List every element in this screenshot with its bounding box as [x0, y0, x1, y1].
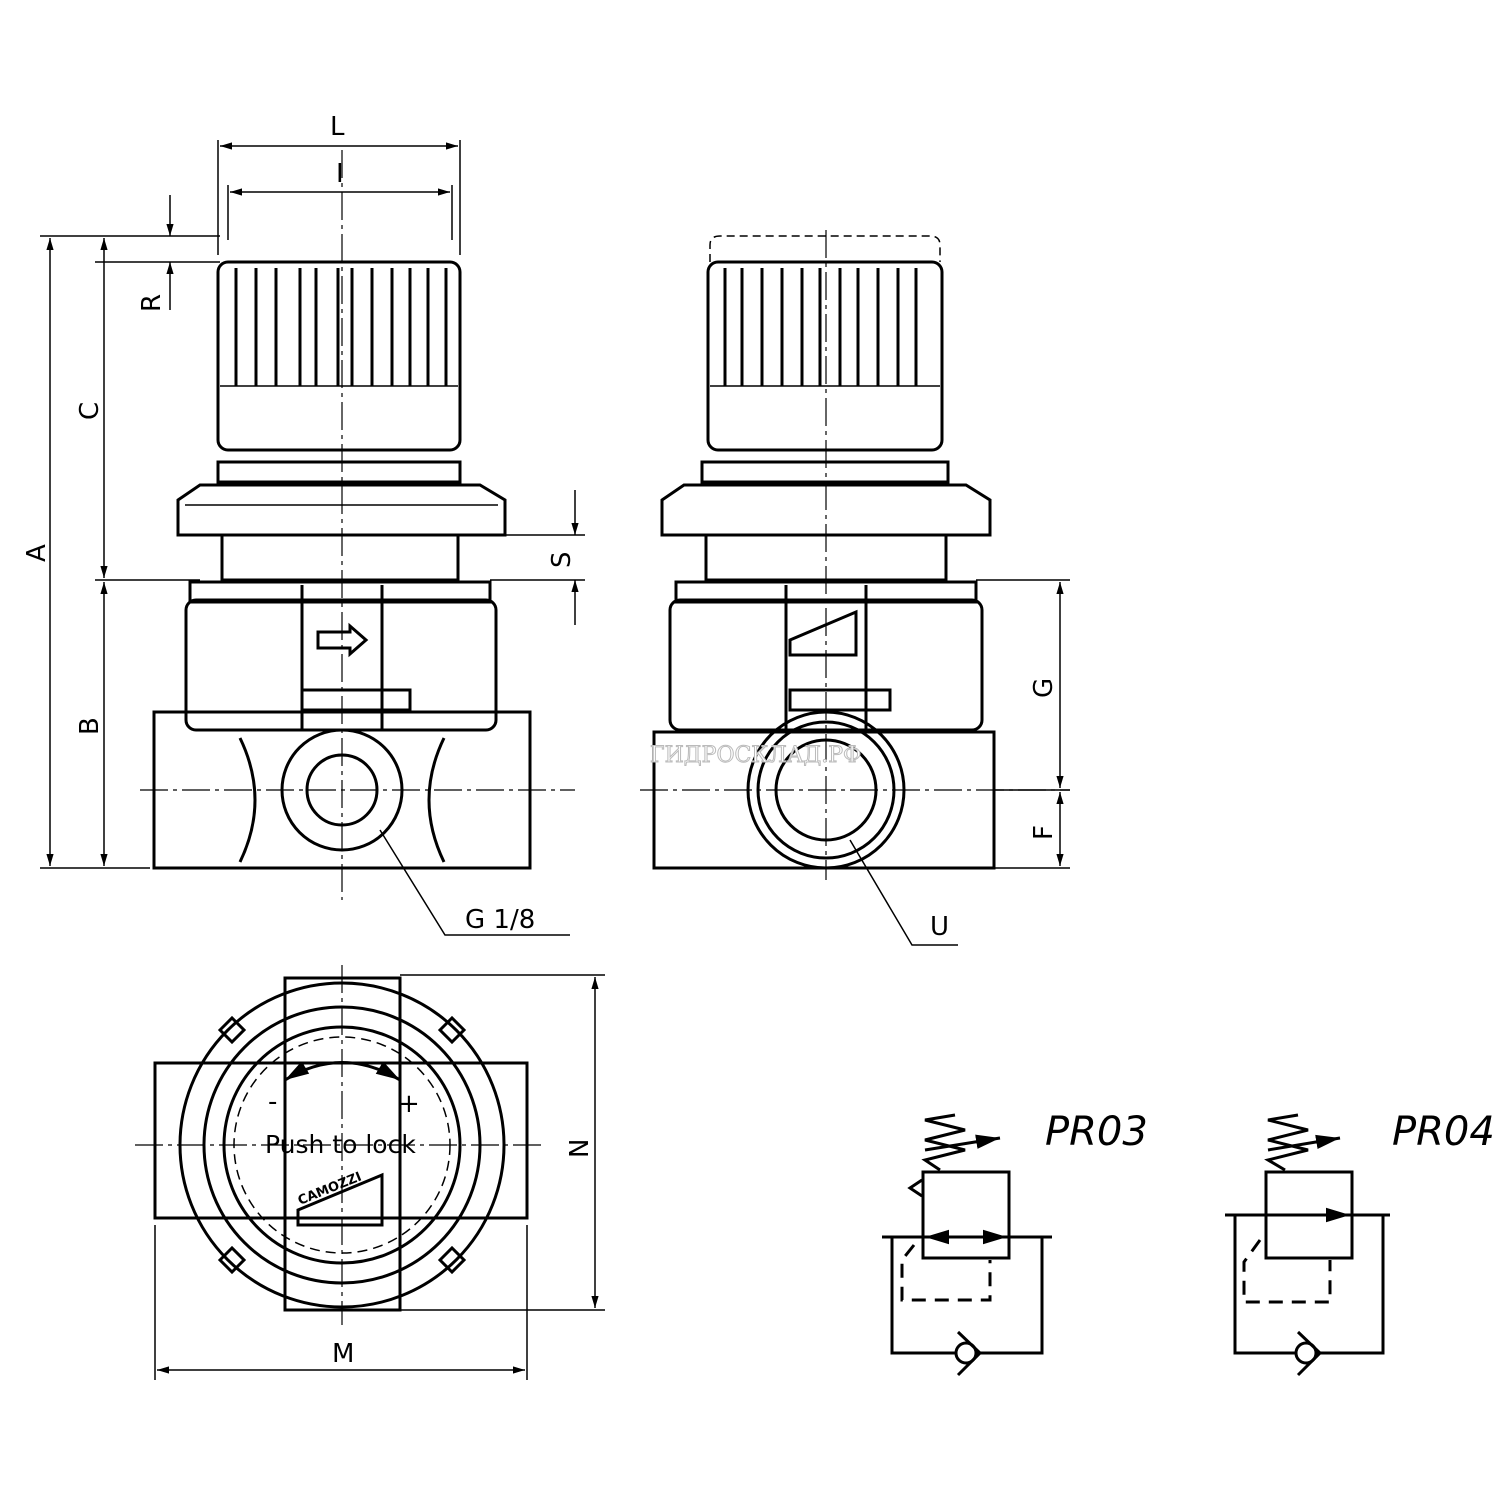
dim-L: L [330, 112, 345, 142]
dim-B: B [75, 717, 105, 735]
callout-U: U [930, 912, 949, 942]
dim-I: I [336, 159, 344, 189]
side-view: ГИДРОСКЛАД.РФ [640, 230, 1070, 880]
top-view: - + Push to lock CAMOZZI N M [135, 965, 605, 1380]
symbol-pr03: PR03 [882, 1109, 1148, 1377]
dim-N: N [565, 1139, 595, 1158]
brand-text: CAMOZZI [296, 1170, 364, 1209]
dim-A: A [22, 544, 52, 562]
front-view [140, 150, 575, 900]
dim-G: G [1029, 678, 1059, 698]
dim-M: M [332, 1339, 354, 1369]
dimensions-front: L I R C A B S G 1/8 [22, 112, 585, 936]
dim-F: F [1029, 825, 1059, 840]
plus-label: + [398, 1089, 420, 1119]
symbol-pr04: PR04 [1225, 1109, 1495, 1377]
knob-ribs [220, 268, 458, 387]
pr03-label: PR03 [1045, 1109, 1148, 1155]
pr04-label: PR04 [1392, 1109, 1495, 1155]
flow-arrow-icon [316, 622, 369, 658]
dim-C: C [75, 402, 105, 420]
brand-logo [296, 1172, 384, 1227]
watermark: ГИДРОСКЛАД.РФ [650, 743, 861, 768]
brand-logo [788, 609, 858, 657]
dimensions-side: G F U [849, 579, 1070, 946]
dim-R: R [137, 294, 167, 312]
minus-label: - [268, 1087, 277, 1117]
thread-callout: G 1/8 [465, 905, 535, 935]
dim-S: S [547, 551, 577, 568]
